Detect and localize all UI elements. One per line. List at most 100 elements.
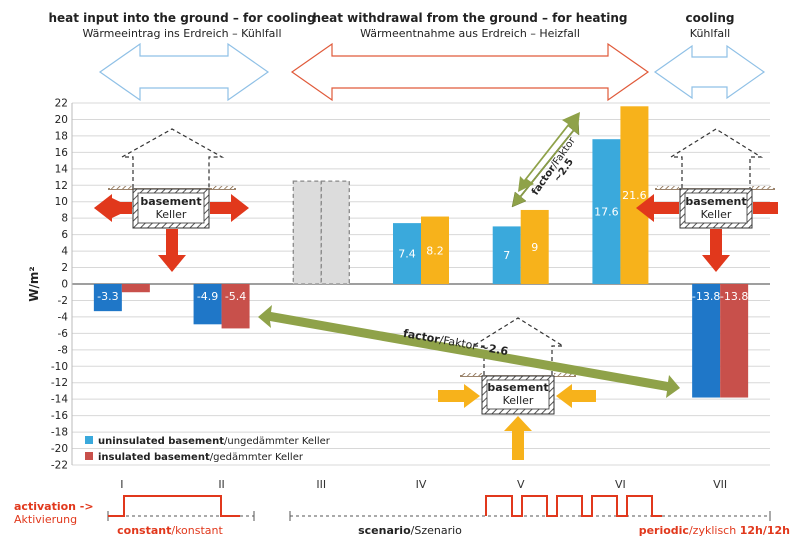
bar-II-uninsulated: [193, 284, 222, 325]
y-tick-label: 6: [61, 229, 68, 241]
constant-signal: [108, 495, 240, 517]
y-tick-label: 12: [55, 180, 68, 192]
y-axis-ticks: 2220181614121086420-2-4-6-8-10-12-14-16-…: [51, 98, 68, 472]
x-category-label: III: [316, 478, 326, 491]
x-category-label: V: [517, 478, 525, 491]
bar-III-insulated: [320, 180, 350, 285]
red-arrow-down-1: [158, 229, 186, 272]
cooling-double-arrow-right: [653, 44, 766, 100]
grid: [71, 102, 770, 466]
house-scenario-1: [108, 128, 236, 229]
basement-label-5: basement: [487, 381, 548, 394]
x-category-label: VI: [615, 478, 626, 491]
right-subtitle: Kühlfall: [690, 27, 730, 40]
bar-value-label: 7.4: [398, 248, 416, 261]
constant-label: constant/konstant: [117, 524, 223, 537]
activation-label: activation ->: [14, 500, 94, 513]
right-title: cooling: [686, 11, 735, 25]
legend-swatch-uninsulated: [85, 436, 93, 444]
keller-label-5: Keller: [503, 394, 534, 407]
center-title: heat withdrawal from the ground – for he…: [312, 11, 627, 25]
bar-VII-insulated: [720, 284, 749, 398]
legend-swatch-insulated: [85, 452, 93, 460]
red-arrow-down-7: [702, 229, 730, 272]
bar-value-label: 7: [503, 249, 510, 262]
legend-label-uninsulated: uninsulated basement/ungedämmter Keller: [98, 436, 331, 447]
bar-value-label: -3.3: [97, 290, 118, 303]
bar-labels: -3.3 -4.9 -5.4 7.4 8.2 7 9 17.621.6 -13.8-13.8: [97, 189, 748, 303]
left-title: heat input into the ground – for cooling: [48, 11, 315, 25]
y-tick-label: 20: [55, 114, 68, 126]
bar-IV-insulated: [421, 216, 449, 284]
y-tick-label: 8: [61, 213, 68, 225]
bar-V-insulated: [520, 209, 549, 284]
bar-value-label: 21.6: [622, 189, 647, 202]
keller-label-7: Keller: [701, 208, 732, 221]
orange-arrow-left-5: [556, 384, 596, 408]
scenario-label: scenario/Szenario: [358, 524, 462, 537]
keller-label-1: Keller: [156, 208, 187, 221]
bar-II-insulated: [221, 284, 250, 329]
bar-VI-insulated: [620, 106, 649, 284]
y-tick-label: 18: [55, 130, 68, 142]
bars: [93, 106, 749, 398]
y-tick-label: 0: [61, 279, 68, 291]
periodic-label: periodic/zyklisch 12h/12h: [639, 524, 790, 537]
bar-value-label: 9: [531, 241, 538, 254]
y-tick-label: 16: [55, 147, 69, 159]
bar-value-label: -4.9: [197, 290, 218, 303]
y-tick-label: -20: [51, 443, 68, 455]
bar-I-uninsulated: [93, 284, 122, 312]
activation-label-de: Aktivierung: [14, 513, 77, 526]
factor-arrow-long: [258, 305, 680, 398]
y-tick-label: 14: [55, 163, 69, 175]
red-arrow-right-1: [210, 194, 249, 222]
basement-label-7: basement: [685, 195, 746, 208]
x-category-label: I: [120, 478, 123, 491]
bar-value-label: -13.8: [720, 290, 748, 303]
y-tick-label: -8: [58, 344, 68, 356]
y-tick-label: -10: [51, 361, 68, 373]
factor-arrow-short: [518, 112, 580, 192]
house-scenario-5: [460, 317, 576, 415]
bar-value-label: 17.6: [594, 206, 619, 219]
x-category-label: IV: [416, 478, 427, 491]
y-tick-label: -18: [51, 427, 68, 439]
left-subtitle: Wärmeeintrag ins Erdreich – Kühlfall: [82, 27, 281, 40]
y-tick-label: -2: [58, 295, 68, 307]
y-tick-label: -16: [51, 410, 68, 422]
y-tick-label: -14: [51, 394, 68, 406]
bar-VII-uninsulated: [692, 284, 721, 398]
y-tick-label: 2: [61, 262, 68, 274]
cooling-double-arrow-left: [98, 42, 270, 102]
orange-arrow-right-5: [438, 384, 480, 408]
periodic-signal: [485, 495, 662, 517]
legend-label-insulated: insulated basement/gedämmter Keller: [98, 452, 304, 463]
y-tick-label: -22: [51, 460, 68, 472]
bar-value-label: -13.8: [692, 290, 720, 303]
bar-value-label: 8.2: [426, 244, 444, 257]
y-tick-label: 10: [55, 196, 68, 208]
bar-I-insulated: [121, 284, 150, 293]
center-subtitle: Wärmeentnahme aus Erdreich – Heizfall: [360, 27, 580, 40]
bar-III-uninsulated: [292, 180, 322, 285]
house-scenario-7: [655, 128, 775, 229]
y-axis-label: W/m²: [27, 266, 41, 301]
x-category-label: VII: [713, 478, 727, 491]
red-arrow-in-left-7: [636, 194, 679, 222]
y-tick-label: 4: [61, 246, 68, 258]
bar-VI-uninsulated: [592, 139, 621, 284]
orange-arrow-up-5: [504, 416, 532, 460]
x-category-label: II: [218, 478, 225, 491]
y-tick-label: -12: [51, 377, 68, 389]
red-arrow-left-1b: [94, 194, 132, 222]
heating-double-arrow: [290, 42, 650, 102]
bar-value-label: -5.4: [225, 290, 246, 303]
basement-label-1: basement: [140, 195, 201, 208]
bar-V-uninsulated: [492, 226, 521, 284]
y-tick-label: -6: [58, 328, 69, 340]
red-arrow-in-right-7: [753, 202, 778, 214]
